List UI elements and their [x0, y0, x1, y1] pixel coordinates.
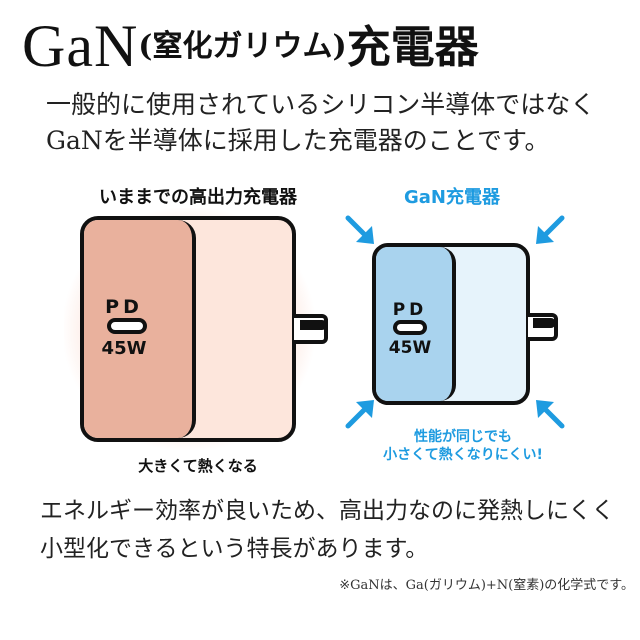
old-charger-caption: 大きくて熱くなる: [138, 457, 258, 475]
gan-caption-line-2: 小さくて熱くなりにくい!: [383, 447, 543, 463]
footnote: ※GaNは、Ga(ガリウム)+N(窒素)の化学式です。: [339, 578, 634, 593]
usb-c-port-icon: [393, 320, 427, 335]
old-charger-illustration: [80, 216, 296, 442]
old-watt-label: 45W: [101, 338, 147, 359]
gan-watt-label: 45W: [388, 338, 432, 358]
gan-charger-heading: GaN充電器: [404, 187, 500, 208]
body-line-2: 小型化できるという特長があります。: [40, 536, 429, 562]
intro-line-1: 一般的に使用されているシリコン半導体ではなく: [46, 90, 596, 119]
plug-prong-pin: [533, 318, 555, 328]
title-paren: (窒化ガリウム): [138, 29, 347, 64]
intro-line-2: GaNを半導体に採用した充電器のことです。: [46, 126, 550, 155]
plug-prong-pin: [300, 320, 326, 330]
gan-caption-line-1: 性能が同じでも: [414, 429, 512, 445]
page-title: GaN(窒化ガリウム)充電器: [22, 6, 622, 86]
shrink-arrow-icon: [536, 215, 565, 244]
old-pd-label: PD: [105, 296, 143, 318]
gan-pd-label: PD: [392, 300, 428, 320]
gan-charger-caption: 性能が同じでも 小さくて熱くなりにくい!: [378, 428, 548, 464]
shrink-arrow-icon: [345, 400, 374, 429]
title-main: 充電器: [346, 22, 479, 73]
body-line-1: エネルギー効率が良いため、高出力なのに発熱しにくく: [40, 498, 615, 524]
usb-c-port-icon: [107, 318, 147, 334]
shrink-arrow-icon: [536, 400, 565, 429]
shrink-arrow-icon: [345, 215, 374, 244]
title-gan: GaN: [22, 13, 139, 79]
old-charger-heading: いままでの高出力充電器: [99, 187, 297, 208]
